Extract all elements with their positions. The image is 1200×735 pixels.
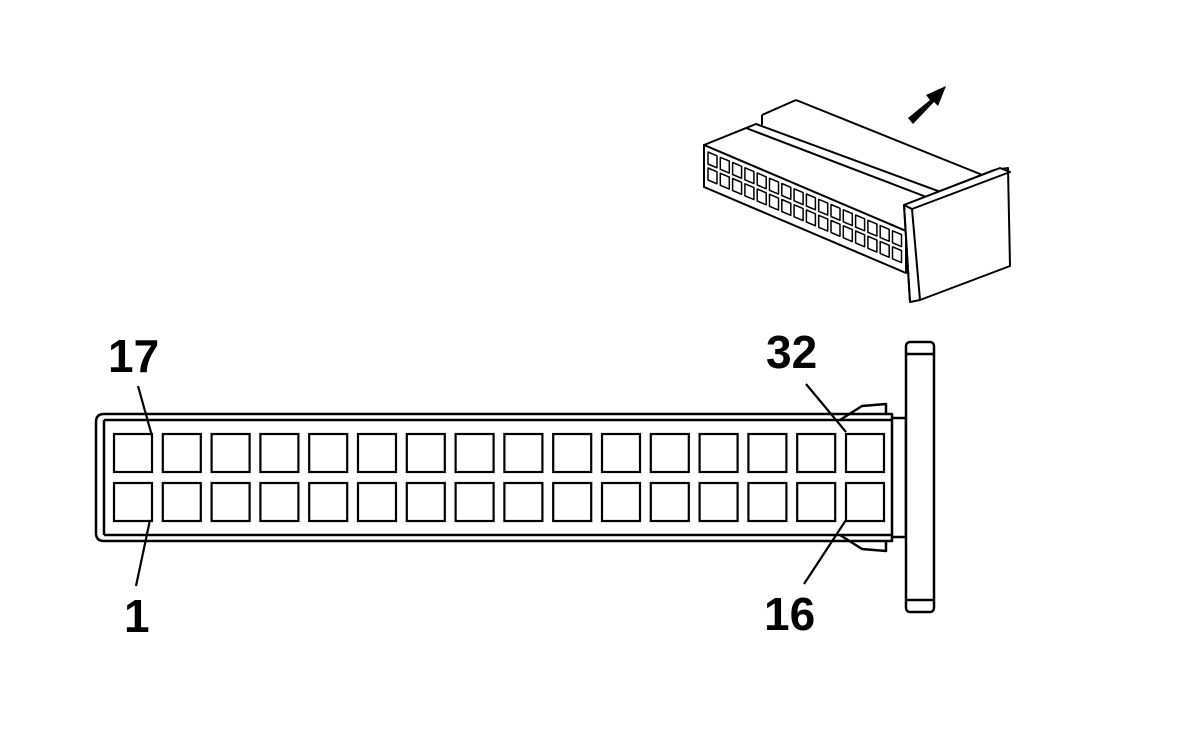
pin-cavity-14 — [747, 481, 788, 523]
iso-pin-cell — [867, 235, 878, 253]
pin-cavity-2 — [161, 481, 202, 523]
iso-pin-cell — [756, 172, 767, 190]
pin-cavity-3 — [210, 481, 251, 523]
iso-pin-cell — [707, 167, 718, 185]
iso-pin-cell — [793, 204, 804, 222]
iso-pin-cell — [867, 219, 878, 237]
pin-cavity-26 — [552, 432, 593, 474]
iso-pin-cell — [731, 161, 743, 180]
pin-cavity-24 — [454, 432, 495, 474]
pin-cavity-15 — [796, 481, 837, 523]
iso-pin-cell — [793, 188, 804, 206]
pin-cavity-19 — [210, 432, 251, 474]
pin-grid — [112, 432, 886, 523]
iso-pin-cell — [805, 209, 817, 227]
connector-face — [94, 340, 936, 614]
iso-pin-cell — [817, 198, 829, 216]
pin-cavity-13 — [698, 481, 739, 523]
pin-label-1: 1 — [124, 590, 150, 642]
pin-cavity-17 — [112, 432, 154, 474]
pin-label-16: 16 — [764, 588, 815, 640]
leader-line-32 — [805, 383, 847, 433]
iso-pin-cell — [879, 240, 890, 259]
iso-pin-cell — [891, 230, 903, 248]
pin-cavity-25 — [503, 432, 544, 474]
iso-pin-cell — [781, 198, 792, 217]
pin-cavity-28 — [649, 432, 690, 474]
iso-pin-cell — [707, 151, 718, 169]
iso-pin-cell — [719, 156, 731, 174]
leader-line-16 — [803, 519, 847, 585]
connector-isometric-icon — [703, 99, 1011, 303]
iso-pin-cell — [744, 167, 755, 185]
iso-pin-cell — [830, 219, 841, 238]
pin-cavity-30 — [747, 432, 788, 474]
pin-label-32: 32 — [766, 326, 817, 378]
pin-cavity-6 — [356, 481, 398, 523]
pin-cavity-4 — [259, 481, 300, 523]
iso-pin-cell — [830, 203, 841, 222]
iso-pin-cell — [842, 209, 854, 227]
pin-cavity-23 — [405, 432, 446, 474]
iso-pin-cell — [891, 246, 903, 264]
iso-pin-cell — [768, 193, 780, 211]
pin-cavity-18 — [161, 432, 202, 474]
pin-cavity-31 — [796, 432, 837, 474]
pin-cavity-5 — [308, 481, 349, 523]
iso-pin-grid — [707, 151, 903, 264]
iso-pin-cell — [744, 183, 755, 201]
iso-pin-cell — [756, 188, 767, 206]
iso-pin-cell — [854, 230, 866, 248]
pin-cavity-7 — [405, 481, 446, 523]
iso-pin-cell — [768, 177, 780, 195]
leader-line-17 — [136, 385, 154, 437]
pin-cavity-16 — [844, 481, 886, 523]
pin-cavity-22 — [356, 432, 398, 474]
pin-cavity-12 — [649, 481, 690, 523]
iso-pin-cell — [781, 182, 792, 201]
pin-cavity-8 — [454, 481, 495, 523]
iso-pin-cell — [879, 224, 890, 243]
pull-direction-arrow-icon — [908, 86, 946, 124]
pin-cavity-27 — [600, 432, 642, 474]
pin-cavity-1 — [112, 481, 154, 523]
pin-cavity-10 — [552, 481, 593, 523]
leader-line-1 — [134, 519, 152, 587]
pin-label-17: 17 — [108, 330, 159, 382]
iso-pin-cell — [719, 172, 731, 190]
pin-cavity-29 — [698, 432, 739, 474]
leader-lines — [134, 383, 847, 587]
iso-pin-cell — [731, 177, 743, 196]
pin-cavity-9 — [503, 481, 544, 523]
pin-cavity-21 — [308, 432, 349, 474]
pin-cavity-11 — [600, 481, 642, 523]
iso-pin-cell — [817, 214, 829, 232]
iso-pin-cell — [854, 214, 866, 232]
pin-cavity-32 — [844, 432, 886, 474]
iso-pin-cell — [805, 193, 817, 211]
pin-cavity-20 — [259, 432, 300, 474]
iso-pin-cell — [842, 225, 854, 243]
